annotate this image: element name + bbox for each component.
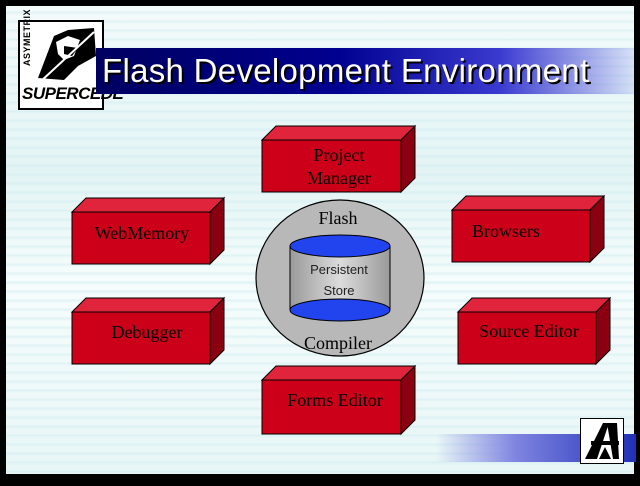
corner-logo: [580, 418, 624, 464]
forms-editor-label: Forms Editor: [287, 390, 383, 410]
compiler-label: Compiler: [304, 333, 372, 353]
store-label-line1: Persistent: [310, 262, 368, 277]
supercede-logo: ASYMETRIX SUPERCEDE: [18, 9, 124, 110]
persistent-store-cylinder: Persistent Store: [289, 234, 391, 322]
webmemory-box: WebMemory: [70, 196, 226, 266]
debugger-label: Debugger: [112, 322, 183, 342]
debugger-box: Debugger: [70, 296, 226, 366]
project-manager-line1: Project: [314, 145, 365, 165]
architecture-diagram: Flash Compiler Persistent Store Project …: [70, 124, 612, 436]
source-editor-box: Source Editor: [456, 296, 612, 366]
asymetrix-a-icon: [585, 423, 619, 459]
browsers-box: Browsers: [450, 194, 606, 264]
store-label-line2: Store: [323, 283, 354, 298]
project-manager-box: Project Manager: [260, 124, 417, 194]
browsers-label: Browsers: [472, 221, 540, 241]
flash-label: Flash: [318, 208, 357, 228]
climber-icon: [38, 28, 96, 83]
webmemory-label: WebMemory: [95, 223, 190, 243]
project-manager-line2: Manager: [307, 168, 371, 188]
title-bar: [96, 48, 634, 94]
slide-title: Flash Development Environment: [102, 52, 590, 89]
source-editor-label: Source Editor: [479, 321, 578, 341]
forms-editor-box: Forms Editor: [260, 364, 417, 436]
